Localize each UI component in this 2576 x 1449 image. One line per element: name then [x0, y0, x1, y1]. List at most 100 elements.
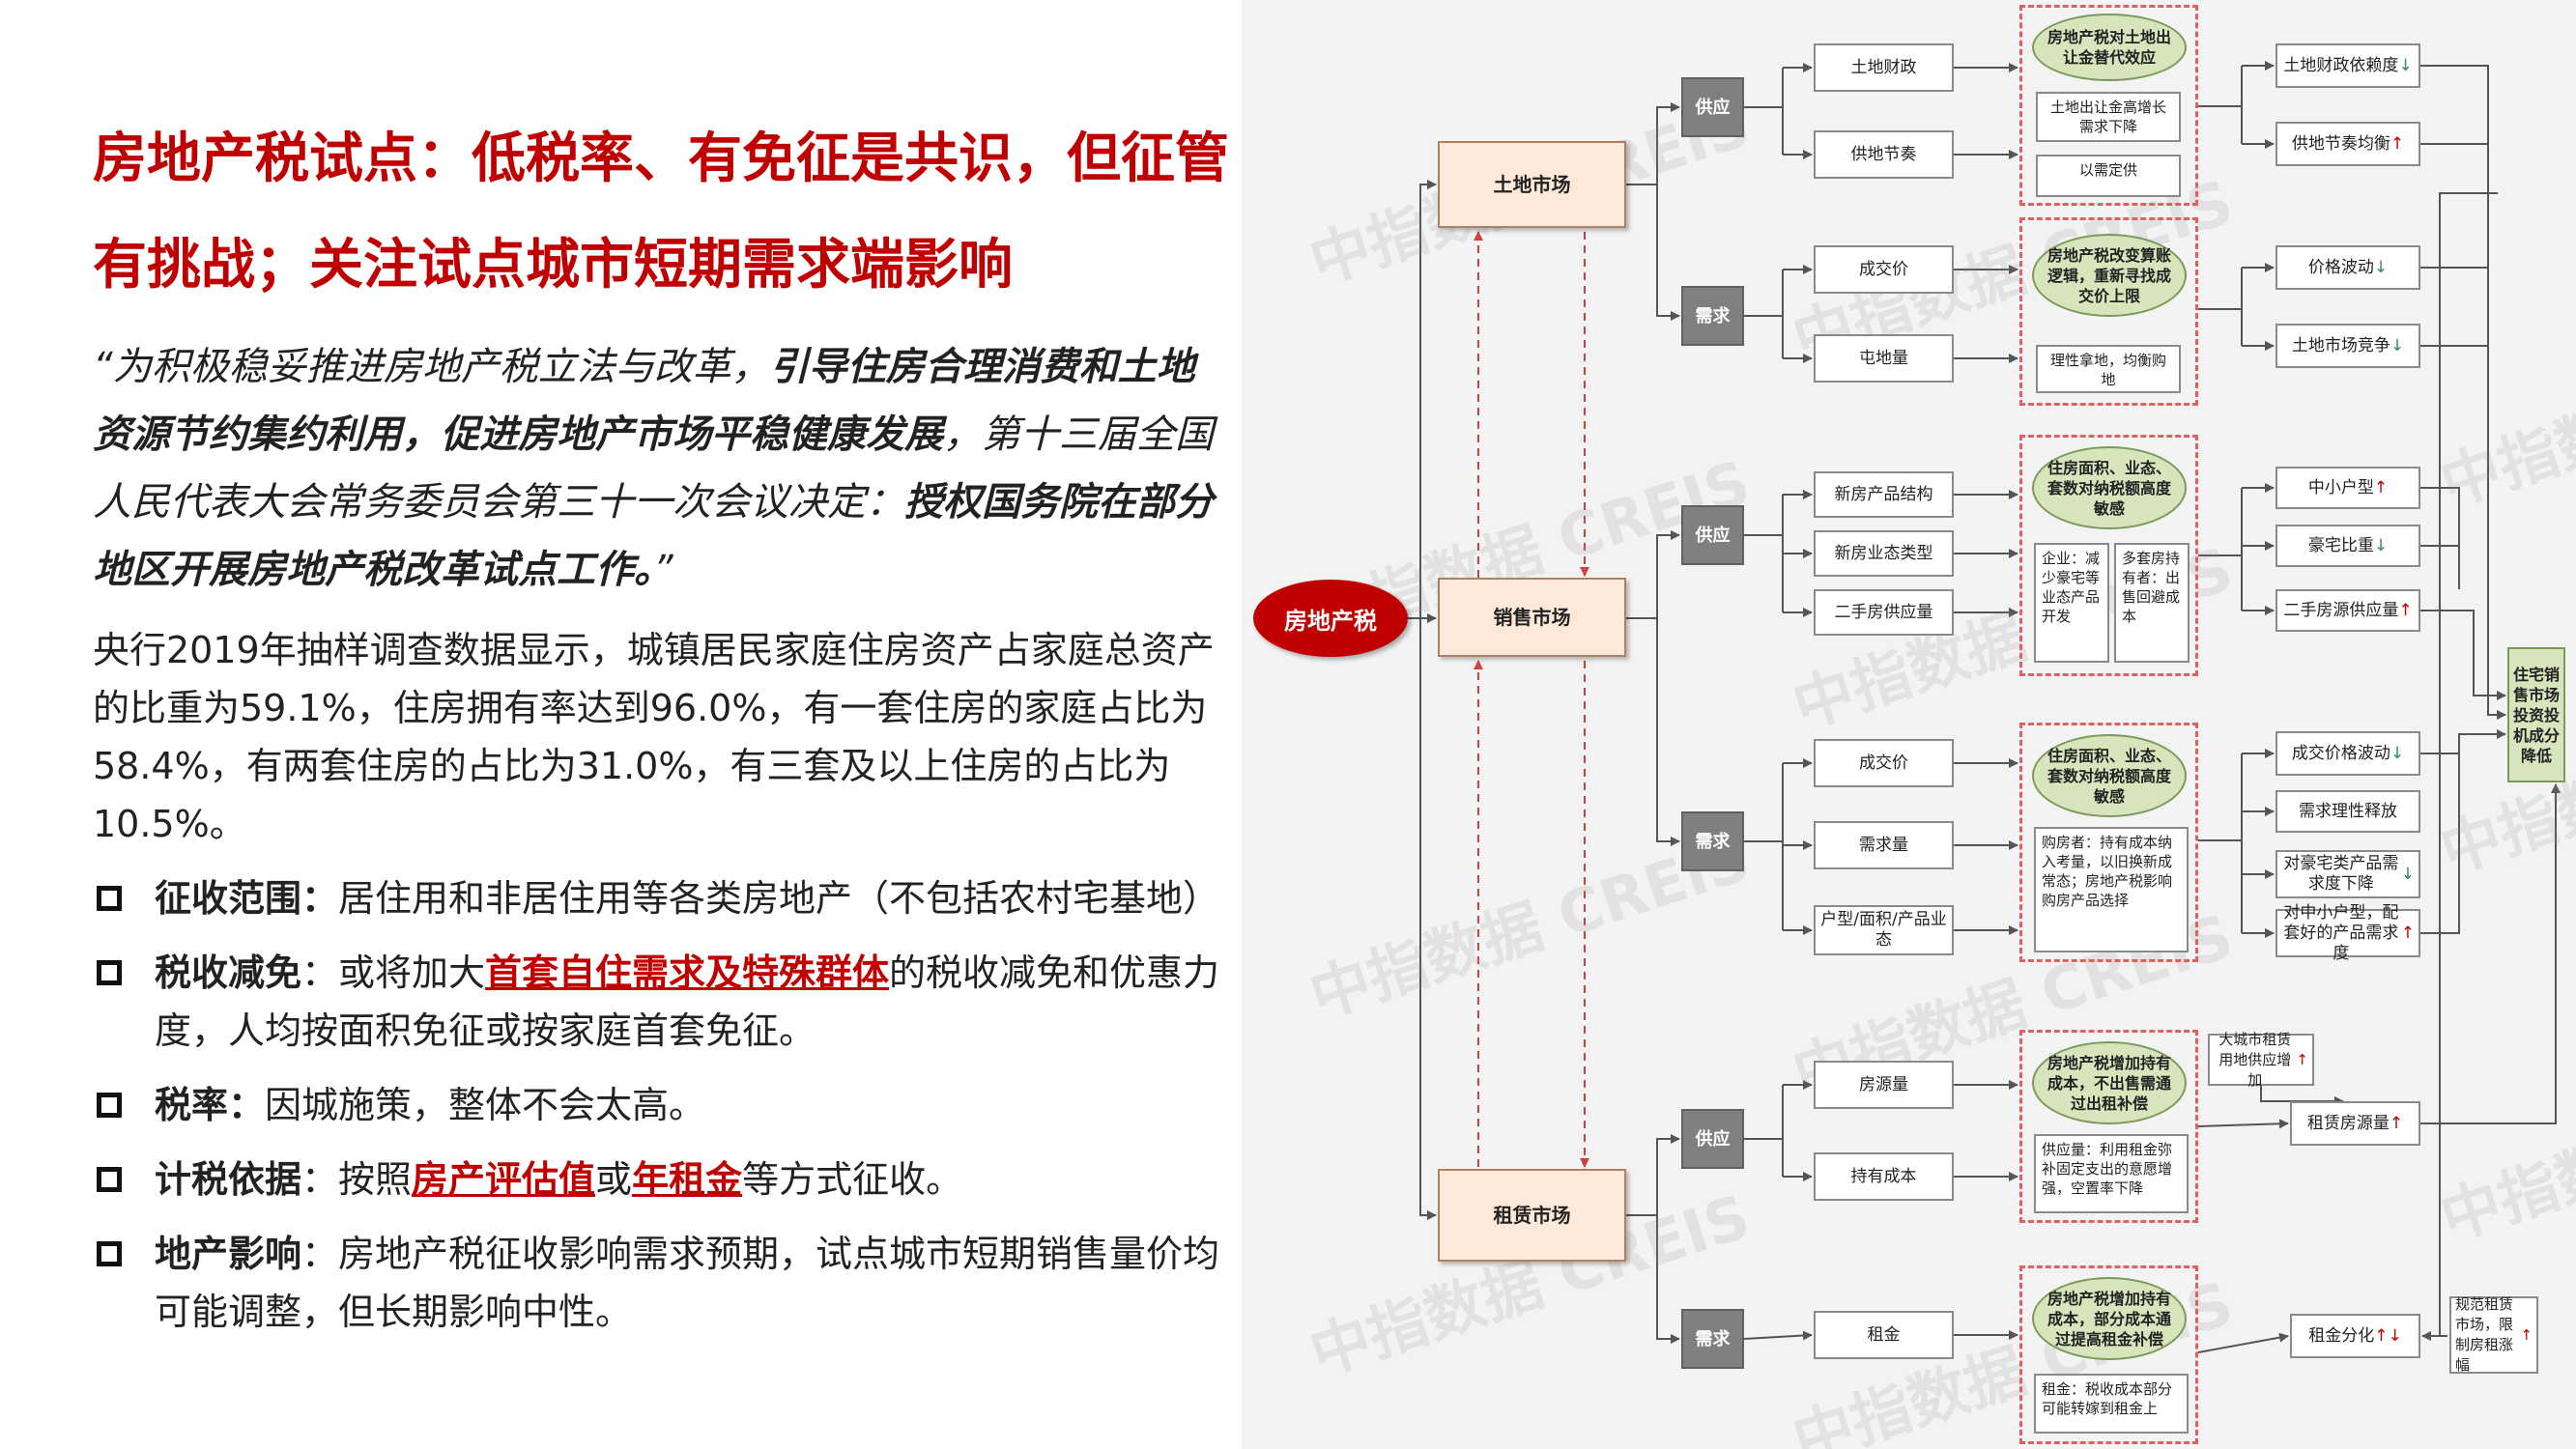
- mechanism-group-sales-demand: [2019, 723, 2198, 962]
- outcome-text: 土地市场竞争: [2291, 335, 2390, 355]
- text-panel: 房地产税试点：低税率、有免征是共识，但征管有挑战；关注试点城市短期需求端影响 “…: [0, 0, 1242, 1449]
- arrow-up-icon: ↑: [2296, 1050, 2308, 1068]
- outcome-text: 租金分化: [2308, 1325, 2375, 1346]
- quote-part-1: “为积极稳妥推进房地产税立法与改革，: [93, 345, 770, 389]
- outcome-text: 二手房源供应量: [2283, 600, 2399, 620]
- outcome-small-units: 中小户型↑: [2275, 467, 2420, 509]
- factor-land-supply-pace: 供地节奏: [1814, 130, 1954, 179]
- note-rational-land-buy: 理性拿地，均衡购地: [2036, 345, 2181, 393]
- factor-land-price: 成交价: [1814, 245, 1954, 294]
- bullet-text: 等方式征收。: [742, 1158, 963, 1201]
- outcome-rental-land-supply: 大城市租赁用地供应增加↑: [2208, 1031, 2314, 1089]
- bullet-scope: 征收范围：居住用和非居住用等各类房地产（不包括农村宅基地）: [93, 869, 1252, 927]
- connector-line: [1626, 1134, 1680, 1216]
- ellipse-rental-supply: 房地产税增加持有成本，不出售需通过出租补偿: [2032, 1041, 2187, 1124]
- connector-line: [2420, 487, 2460, 589]
- outcome-land-supply-balance: 供地节奏均衡↑: [2275, 122, 2420, 166]
- outcome-small-unit-demand: 对中小户型，配套好的产品需求度↑: [2275, 903, 2420, 963]
- outcome-text: 价格波动: [2307, 257, 2374, 277]
- bullet-list: 征收范围：居住用和非居住用等各类房地产（不包括农村宅基地） 税收减免：或将加大首…: [93, 869, 1252, 1357]
- factor-new-product-structure: 新房产品结构: [1814, 471, 1954, 518]
- mechanism-group-land-demand: [2019, 217, 2198, 406]
- bullet-text: 因城施策，整体不会太高。: [265, 1084, 706, 1126]
- outcome-text: 规范租赁市场，限制房租涨幅: [2455, 1295, 2514, 1374]
- factor-new-product-type: 新房业态类型: [1814, 530, 1954, 577]
- checkbox-square-icon: [97, 1167, 122, 1192]
- arrow-down-icon: ↓: [2400, 864, 2415, 884]
- note-multi-owners: 多套房持有者：出售回避成本: [2114, 543, 2190, 663]
- page-title: 房地产税试点：低税率、有免征是共识，但征管有挑战；关注试点城市短期需求端影响: [93, 128, 1229, 297]
- bullet-label: 计税依据: [155, 1158, 302, 1201]
- outcome-second-hand-supply: 二手房源供应量↑: [2275, 589, 2420, 632]
- ellipse-rental-demand: 房地产税增加持有成本，部分成本通过提高租金补偿: [2032, 1277, 2187, 1360]
- bullet-text: 或: [595, 1158, 633, 1201]
- market-rental: 租赁市场: [1438, 1169, 1626, 1262]
- checkbox-square-icon: [97, 1241, 122, 1266]
- factor-rent: 租金: [1814, 1311, 1954, 1359]
- arrow-up-icon: ↑: [2390, 133, 2405, 154]
- connector-line: [2420, 783, 2561, 1124]
- policy-quote: “为积极稳妥推进房地产税立法与改革，引导住房合理消费和土地资源节约集约利用，促进…: [93, 333, 1233, 604]
- connector-line: [1408, 180, 1437, 619]
- arrow-up-icon: ↑: [2400, 923, 2415, 943]
- bullet-impact: 地产影响：房地产税征收影响需求预期，试点城市短期销售量价均可能调整，但长期影响中…: [93, 1225, 1252, 1341]
- bullet-label: 地产影响: [155, 1233, 302, 1275]
- bullet-text: ：按照: [301, 1158, 413, 1201]
- factor-sales-price: 成交价: [1814, 739, 1954, 787]
- market-land: 土地市场: [1438, 141, 1626, 228]
- quote-part-2: ，第十三届全国人民代表大会常务委员会第三十一次会议决定：: [93, 412, 1214, 525]
- sales-supply-node: 供应: [1681, 505, 1744, 565]
- note-supply-by-demand: 以需定供: [2036, 155, 2181, 197]
- note-land-revenue-decline: 土地出让金高增长需求下降: [2036, 92, 2181, 142]
- bullet-text: 的税收减免和优惠力度，人均按面积免征或按家庭首套免征。: [155, 952, 1220, 1052]
- bullet-text: 居住用和非居住用等各类房地产（不包括农村宅基地）: [338, 877, 1220, 920]
- bullet-rate: 税率：因城施策，整体不会太高。: [93, 1076, 1252, 1134]
- connector-line: [2197, 1332, 2289, 1353]
- land-supply-node: 供应: [1681, 77, 1744, 137]
- bullet-highlight: 年租金: [632, 1158, 743, 1201]
- factor-housing-supply: 房源量: [1814, 1061, 1954, 1109]
- arrow-down-icon: ↓: [2398, 55, 2413, 75]
- outcome-text: 中小户型: [2307, 477, 2374, 497]
- outcome-luxury-demand: 对豪宅类产品需求度下降↓: [2275, 850, 2420, 898]
- arrow-updown-icon: ↑↓: [2374, 1325, 2402, 1346]
- factor-demand-volume: 需求量: [1814, 821, 1954, 869]
- outcome-land-competition: 土地市场竞争↓: [2275, 324, 2420, 368]
- factor-holding-cost: 持有成本: [1814, 1152, 1954, 1201]
- mechanism-group-rental-supply: [2019, 1030, 2198, 1223]
- outcome-text: 供地节奏均衡: [2291, 133, 2390, 154]
- note-developers: 企业：减少豪宅等业态产品开发: [2034, 543, 2109, 663]
- factor-unit-type: 户型/面积/产品业态: [1814, 905, 1954, 955]
- diagram-panel: 中指数据 CREIS 中指数据 CREIS 中指数据 CREIS 中指数据 CR…: [1242, 0, 2576, 1449]
- land-demand-node: 需求: [1681, 286, 1744, 346]
- bullet-label: 征收范围：: [155, 877, 339, 920]
- connector-lines: [1408, 61, 2561, 1353]
- ellipse-sales-demand: 住房面积、业态、套数对纳税额高度敏感: [2032, 734, 2187, 817]
- outcome-regulate-rent: 规范租赁市场，限制房租涨幅 ↑: [2449, 1295, 2538, 1374]
- connector-line: [2420, 753, 2460, 934]
- outcome-rational-demand: 需求理性释放: [2275, 790, 2420, 833]
- arrow-down-icon: ↓: [2373, 257, 2389, 277]
- bullet-basis: 计税依据：按照房产评估值或年租金等方式征收。: [93, 1151, 1252, 1208]
- market-sales: 销售市场: [1438, 578, 1626, 657]
- outcome-sales-price-volatility: 成交价格波动↓: [2275, 731, 2420, 776]
- connector-line: [1626, 530, 1680, 619]
- root-node-property-tax: 房地产税: [1253, 580, 1408, 657]
- outcome-land-price-volatility: 价格波动↓: [2275, 245, 2420, 290]
- ellipse-land-supply: 房地产税对土地出让金替代效应: [2032, 14, 2187, 81]
- connector-line: [2422, 192, 2498, 1337]
- connector-line: [2420, 610, 2506, 700]
- mechanism-group-rental-demand: [2019, 1265, 2198, 1444]
- connector-line: [1626, 102, 1680, 185]
- final-outcome-speculation-decrease: 住宅销售市场投资投机成分降低: [2507, 647, 2565, 782]
- arrow-up-icon: ↑: [2520, 1325, 2533, 1344]
- checkbox-square-icon: [97, 886, 122, 911]
- note-rent-transfer: 租金：税收成本部分可能转嫁到租金上: [2034, 1374, 2189, 1434]
- outcome-text: 土地财政依赖度: [2283, 55, 2399, 75]
- outcome-text: 需求理性释放: [2299, 801, 2397, 821]
- outcome-text: 对中小户型，配套好的产品需求度: [2283, 902, 2399, 963]
- arrow-down-icon: ↓: [2373, 535, 2389, 555]
- bullet-highlight: 房产评估值: [412, 1158, 596, 1201]
- arrow-up-icon: ↑: [2389, 1113, 2404, 1133]
- arrow-down-icon: ↓: [2390, 335, 2405, 355]
